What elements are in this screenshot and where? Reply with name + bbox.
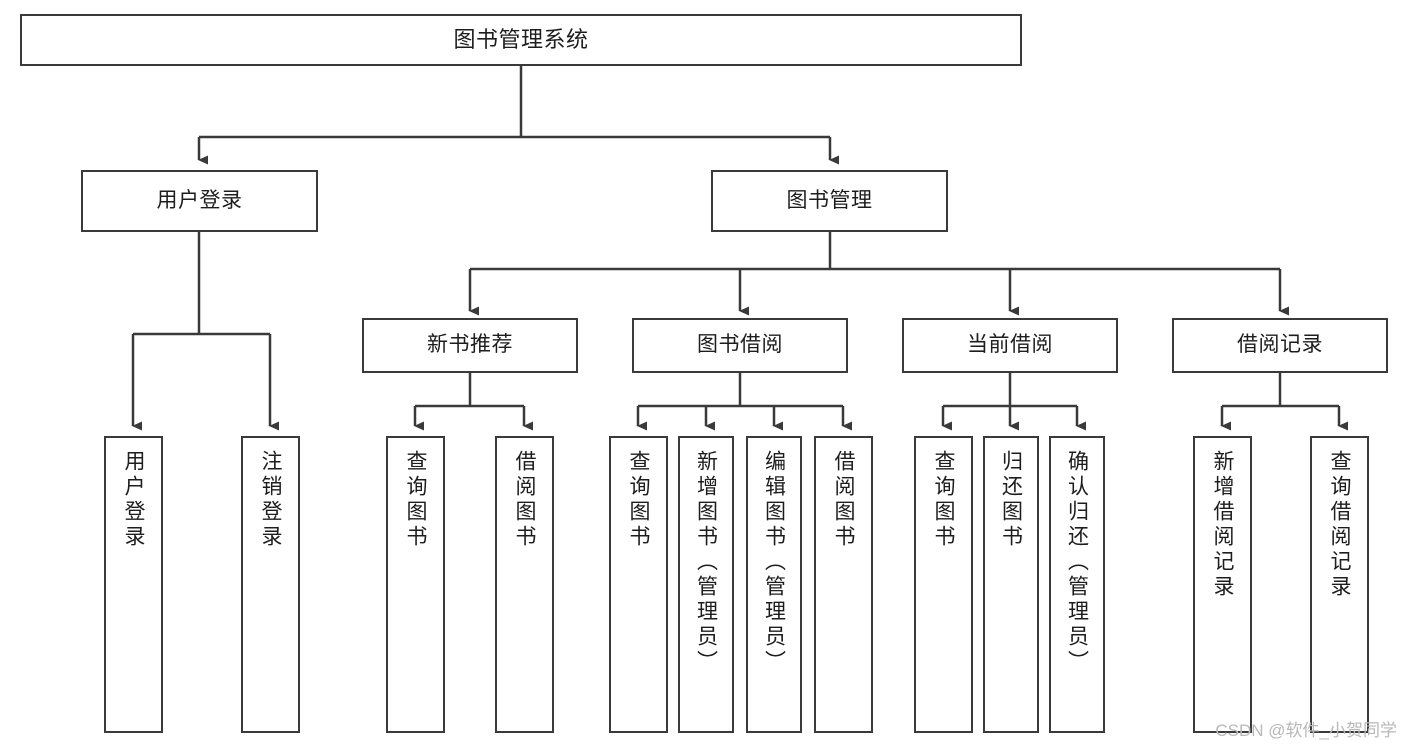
node-root-system[interactable]: 图书管理系统 [20,14,1022,66]
node-label: 图书管理 [786,188,873,212]
leaf-new-book-query[interactable]: 查询图书 [386,436,445,733]
leaf-borrow-query-book[interactable]: 查询图书 [609,436,668,733]
node-label: 借阅记录 [1237,333,1323,357]
node-label: 查询图书 [404,450,427,550]
leaf-logout[interactable]: 注销登录 [241,436,300,733]
node-label: 确认归还（管理员） [1065,450,1089,675]
node-label: 图书管理系统 [453,27,589,53]
leaf-confirm-return-admin[interactable]: 确认归还（管理员） [1049,436,1105,733]
watermark: CSDN @软件_小贺同学 [1215,721,1397,740]
node-label: 图书借阅 [697,333,783,357]
leaf-add-borrow-record[interactable]: 新增借阅记录 [1193,436,1252,733]
leaf-user-login[interactable]: 用户登录 [104,436,163,733]
node-label: 编辑图书（管理员） [762,450,786,675]
leaf-new-book-borrow[interactable]: 借阅图书 [495,436,554,733]
node-label: 新增借阅记录 [1211,450,1234,600]
node-current-borrow[interactable]: 当前借阅 [902,318,1118,373]
node-label: 归还图书 [999,450,1023,550]
node-book-management[interactable]: 图书管理 [711,170,948,232]
node-label: 查询图书 [932,450,955,550]
node-label: 当前借阅 [967,333,1053,357]
leaf-query-borrow-record[interactable]: 查询借阅记录 [1310,436,1369,733]
node-label: 查询借阅记录 [1328,450,1351,600]
leaf-current-query-book[interactable]: 查询图书 [914,436,973,733]
node-book-borrow[interactable]: 图书借阅 [632,318,848,373]
node-label: 新书推荐 [427,333,513,357]
leaf-borrow-book[interactable]: 借阅图书 [814,436,873,733]
node-label: 用户登录 [156,188,243,212]
node-user-login[interactable]: 用户登录 [81,170,318,232]
node-label: 查询图书 [627,450,650,550]
node-label: 用户登录 [122,450,145,550]
leaf-return-book[interactable]: 归还图书 [983,436,1039,733]
node-label: 借阅图书 [832,450,855,550]
leaf-edit-book-admin[interactable]: 编辑图书（管理员） [746,436,802,733]
node-label: 借阅图书 [513,450,536,550]
node-borrow-record[interactable]: 借阅记录 [1172,318,1388,373]
node-new-book-recommend[interactable]: 新书推荐 [362,318,578,373]
leaf-add-book-admin[interactable]: 新增图书（管理员） [678,436,734,733]
node-label: 注销登录 [259,450,282,550]
node-label: 新增图书（管理员） [694,450,718,675]
